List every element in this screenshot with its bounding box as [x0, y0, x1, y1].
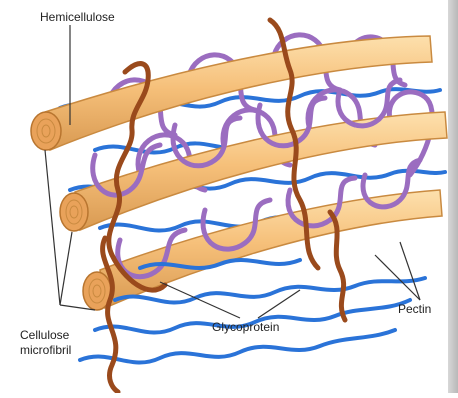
cellulose-leader-2: [60, 232, 72, 305]
glycoprotein-label: Glycoprotein: [212, 320, 279, 334]
glycoprotein-leader-1: [160, 282, 240, 318]
cellulose-label-line1: Cellulose: [20, 328, 69, 342]
hemicellulose-label: Hemicellulose: [40, 10, 115, 24]
cellulose-label-line2: microfibril: [20, 343, 71, 357]
cellulose-leader-1: [45, 150, 60, 305]
pectin-leader-1: [375, 255, 420, 300]
page-edge: [448, 0, 458, 393]
pectin-label: Pectin: [398, 302, 431, 316]
pectin-leader-2: [400, 242, 420, 300]
